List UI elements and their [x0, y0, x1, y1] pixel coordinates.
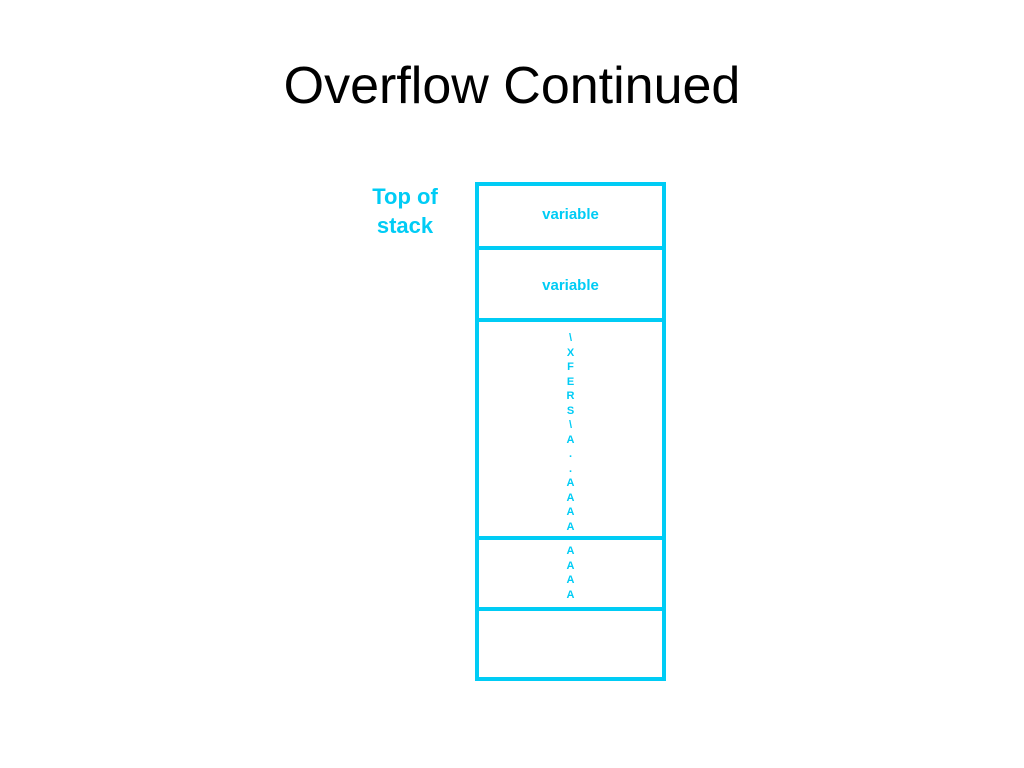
- buffer-char: A: [566, 433, 575, 446]
- buffer-char: A: [566, 477, 575, 489]
- top-label-line-2: stack: [376, 213, 434, 238]
- buffer-char: E: [566, 375, 575, 388]
- overflow-char: A: [566, 588, 575, 601]
- stack-cell-variable-1: variable: [542, 206, 599, 223]
- overflow-char: A: [566, 545, 575, 557]
- buffer-char: A: [566, 506, 575, 518]
- overflow-char: A: [566, 574, 575, 586]
- stack-divider: [479, 536, 662, 540]
- buffer-char: A: [566, 520, 575, 533]
- stack-divider: [479, 318, 662, 322]
- buffer-char: .: [568, 462, 573, 475]
- stack-cell-overflow: A A A A: [479, 544, 662, 602]
- buffer-char: .: [568, 448, 573, 460]
- buffer-char: R: [566, 390, 575, 402]
- buffer-char: A: [566, 491, 575, 504]
- buffer-char: S: [566, 404, 575, 417]
- top-of-stack-label: Top of stack: [350, 182, 460, 240]
- top-label-line-1: Top of: [372, 184, 438, 209]
- stack-diagram: variable variable \ X F E R S \ A . . A …: [475, 182, 666, 681]
- stack-cell-variable-2: variable: [542, 277, 599, 294]
- overflow-char: A: [566, 559, 575, 572]
- buffer-char: X: [566, 346, 575, 359]
- stack-cell-empty: [479, 611, 662, 677]
- stack-divider: [479, 607, 662, 611]
- stack-cell-buffer: \ X F E R S \ A . . A A A A: [479, 331, 662, 534]
- buffer-char: F: [567, 361, 574, 373]
- slide-title: Overflow Continued: [283, 57, 741, 115]
- buffer-char: \: [568, 419, 573, 431]
- stack-divider: [479, 246, 662, 250]
- buffer-char: \: [568, 332, 573, 344]
